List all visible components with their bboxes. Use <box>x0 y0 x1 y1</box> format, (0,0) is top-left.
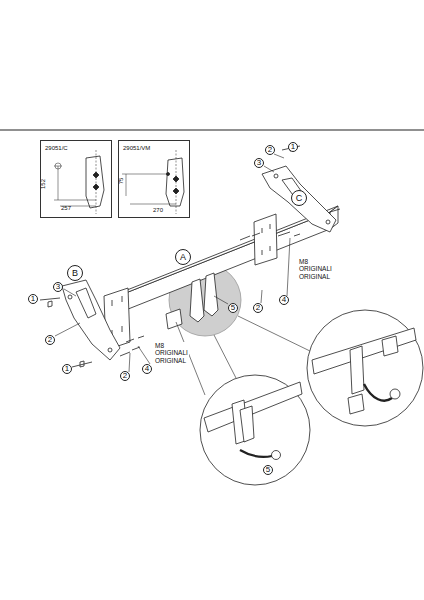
inset-frame: 29051/C 152 257 <box>40 140 112 218</box>
callout-circle: 4 <box>279 295 289 305</box>
dimension-value: 152 <box>40 179 46 189</box>
callout-number: 5 <box>231 304 235 312</box>
callout-circle: 4 <box>142 364 152 374</box>
bolts <box>40 145 340 367</box>
callout-number: 1 <box>291 143 295 151</box>
callout-circle: 2 <box>253 303 263 313</box>
callout-number: 4 <box>145 365 149 373</box>
callout-number: 2 <box>256 304 260 312</box>
callout-circle: B <box>67 265 83 281</box>
separator-rule <box>0 129 424 130</box>
detail-views <box>200 310 423 485</box>
callout-number: 2 <box>123 372 127 380</box>
callout-number: 2 <box>268 146 272 154</box>
callout-number: 4 <box>282 296 286 304</box>
callout-number: 3 <box>257 159 261 167</box>
note-label: M8 ORIGINALI ORIGINAL <box>298 258 333 280</box>
leader-lines <box>55 154 290 372</box>
hitch-plates <box>166 273 218 329</box>
dimension-value: 257 <box>61 205 71 211</box>
callout-number: A <box>180 253 186 262</box>
inset-frame: 29051/VM 75 270 <box>118 140 190 218</box>
callout-circle: C <box>291 190 307 206</box>
inset-sketch <box>54 150 184 214</box>
callout-circle: 2 <box>120 371 130 381</box>
callout-number: 1 <box>31 295 35 303</box>
inset-title: 29051/VM <box>123 145 150 151</box>
end-plates <box>104 214 277 350</box>
callout-circle: 5 <box>228 303 238 313</box>
callout-number: 5 <box>266 466 270 474</box>
callout-circle: 1 <box>62 364 72 374</box>
callout-circle: 3 <box>254 158 264 168</box>
dimension-value: 75 <box>118 178 124 185</box>
note-label: M8 ORIGINALI ORIGINAL <box>154 342 189 364</box>
callout-number: C <box>296 194 303 203</box>
callout-number: 3 <box>56 283 60 291</box>
callout-circle: 2 <box>45 335 55 345</box>
callout-circle: 5 <box>263 465 273 475</box>
callout-circle: 2 <box>265 145 275 155</box>
callout-circle: 3 <box>53 282 63 292</box>
callout-circle: 1 <box>28 294 38 304</box>
callout-circle: 1 <box>288 142 298 152</box>
inset-title: 29051/C <box>45 145 68 151</box>
side-brackets <box>62 166 336 360</box>
callout-number: B <box>72 269 78 278</box>
crossbar <box>108 206 338 317</box>
dimension-value: 270 <box>153 207 163 213</box>
callout-circle: A <box>175 249 191 265</box>
callout-number: 2 <box>48 336 52 344</box>
callout-number: 1 <box>65 365 69 373</box>
